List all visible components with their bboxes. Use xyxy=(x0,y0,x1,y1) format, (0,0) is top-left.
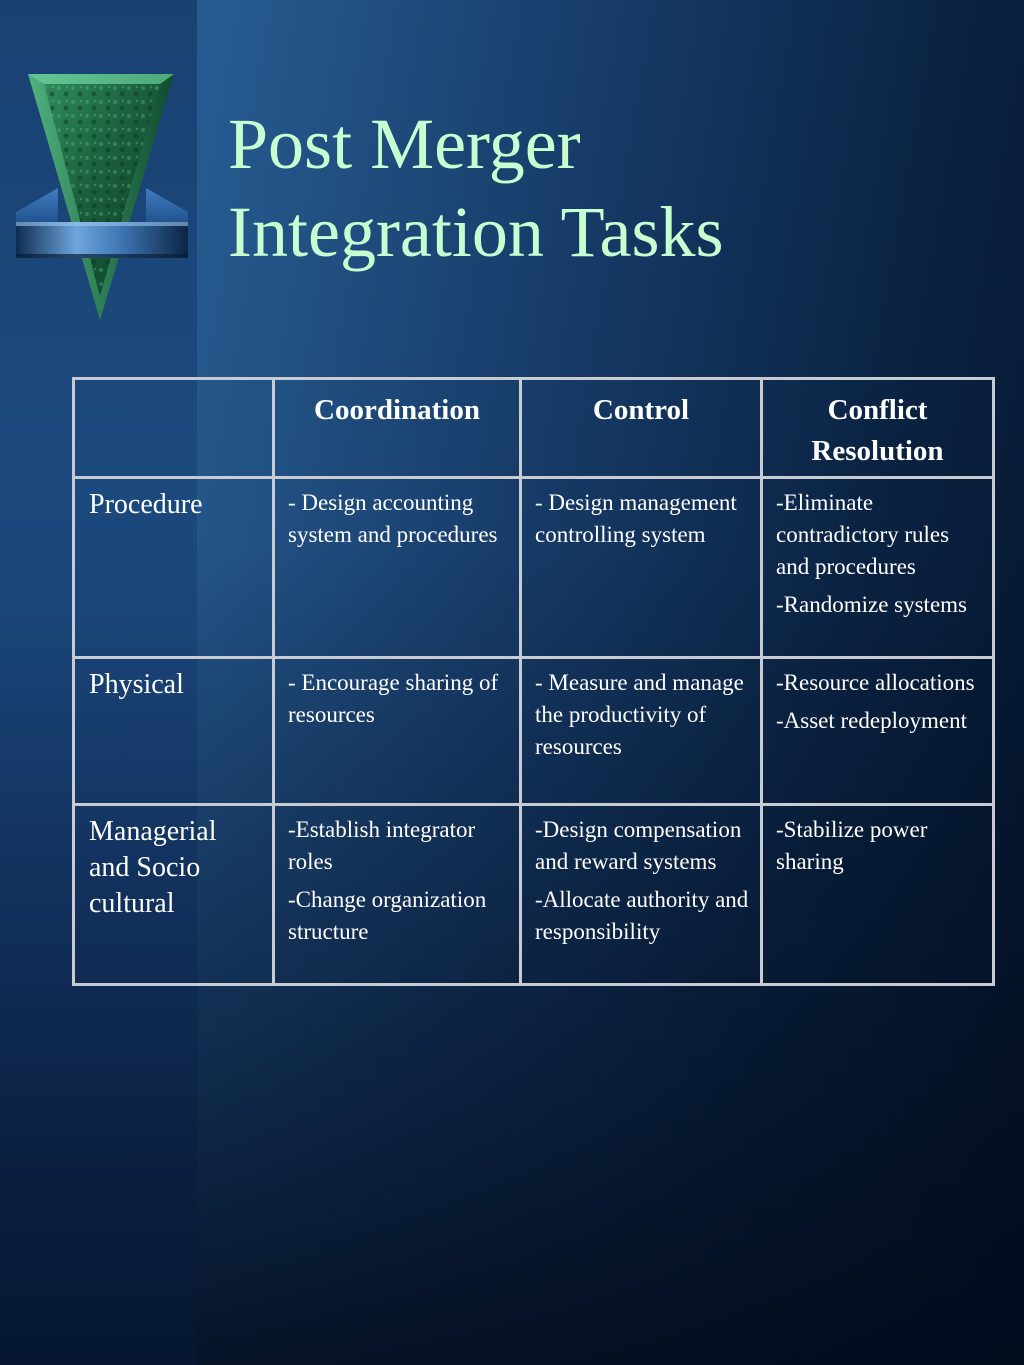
green-triangle-gem-icon xyxy=(16,74,188,320)
cell-item: -Allocate authority and responsibility xyxy=(535,887,749,944)
cell-item: -Design compensation and reward systems xyxy=(535,817,742,874)
cell-item: -Asset redeployment xyxy=(776,708,967,733)
cell-item: -Establish integrator roles xyxy=(288,817,476,874)
table-row: Procedure - Design accounting system and… xyxy=(72,476,995,659)
row-label-managerial-socio-cultural: Managerial and Socio cultural xyxy=(72,803,275,986)
cell-item: -Change organization structure xyxy=(288,887,487,944)
cell-item: - Design management controlling system xyxy=(535,490,737,547)
header-cell-empty xyxy=(72,377,275,479)
table-row: Physical - Encourage sharing of resource… xyxy=(72,656,995,806)
header-cell-conflict-resolution: Conflict Resolution xyxy=(760,377,995,479)
row-label-procedure: Procedure xyxy=(72,476,275,659)
cell-item: -Eliminate contradictory rules and proce… xyxy=(776,490,950,579)
cell-item: -Stabilize power sharing xyxy=(776,817,928,874)
row-label-physical: Physical xyxy=(72,656,275,806)
table-cell: -Eliminate contradictory rules and proce… xyxy=(760,476,995,659)
page-title-line-2: Integration Tasks xyxy=(228,192,724,272)
page-title: Post Merger Integration Tasks xyxy=(228,100,988,276)
cell-item: -Resource allocations xyxy=(776,670,975,695)
table-cell: - Design accounting system and procedure… xyxy=(272,476,522,659)
table-cell: - Encourage sharing of resources xyxy=(272,656,522,806)
integration-tasks-table: Coordination Control Conflict Resolution… xyxy=(72,377,995,986)
table-row: Managerial and Socio cultural -Establish… xyxy=(72,803,995,986)
page-title-line-1: Post Merger xyxy=(228,104,581,184)
table-cell: -Stabilize power sharing xyxy=(760,803,995,986)
cell-item: - Design accounting system and procedure… xyxy=(288,490,498,547)
table-cell: - Design management controlling system xyxy=(519,476,763,659)
cell-item: - Encourage sharing of resources xyxy=(288,670,499,727)
cell-item: - Measure and manage the productivity of… xyxy=(535,670,744,759)
table-header-row: Coordination Control Conflict Resolution xyxy=(72,377,995,479)
header-cell-control: Control xyxy=(519,377,763,479)
table-cell: - Measure and manage the productivity of… xyxy=(519,656,763,806)
header-cell-coordination: Coordination xyxy=(272,377,522,479)
table-cell: -Establish integrator roles -Change orga… xyxy=(272,803,522,986)
table-cell: -Design compensation and reward systems … xyxy=(519,803,763,986)
table-cell: -Resource allocations -Asset redeploymen… xyxy=(760,656,995,806)
cell-item: -Randomize systems xyxy=(776,592,967,617)
